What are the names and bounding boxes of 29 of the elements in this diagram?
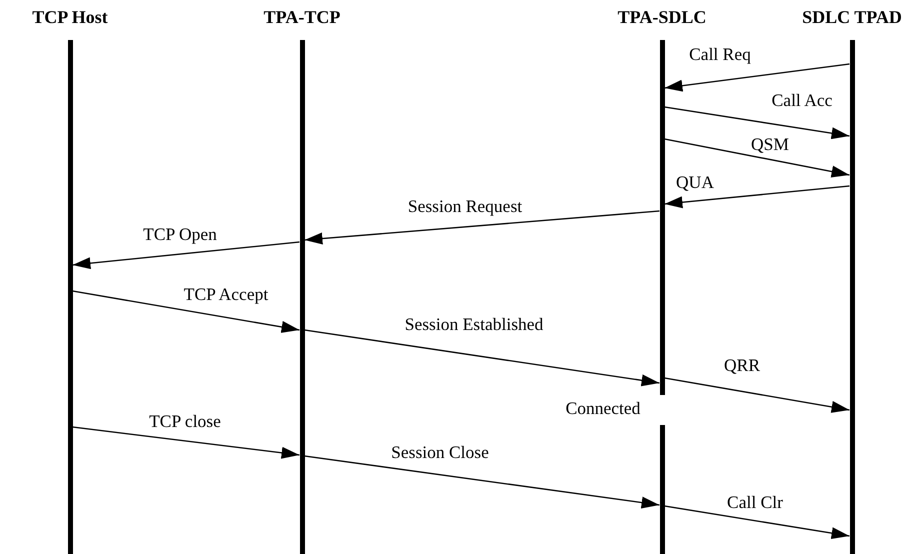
message-arrow (72, 241, 300, 270)
message-label: QUA (676, 172, 714, 192)
message-label: Call Clr (727, 492, 783, 512)
message-arrow (304, 329, 660, 386)
lifeline-header: TPA-SDLC (616, 6, 708, 28)
message-label: QSM (751, 134, 789, 154)
message-label: Session Request (408, 196, 522, 216)
lifeline-header: TPA-TCP (262, 6, 342, 28)
message-arrow (72, 290, 300, 333)
message-label: TCP Open (143, 224, 217, 244)
message-arrow (664, 138, 850, 178)
message-label: Call Acc (772, 90, 832, 110)
message-arrow (304, 455, 660, 508)
message-label: TCP close (149, 411, 221, 431)
message-arrow (664, 63, 850, 92)
message-label: TCP Accept (184, 284, 268, 304)
lifeline-header: SDLC TPAD (801, 6, 903, 28)
message-arrow (304, 210, 660, 245)
state-label: Connected (566, 398, 640, 418)
lifeline-header: TCP Host (31, 6, 109, 28)
message-arrow (664, 377, 850, 413)
message-arrow (664, 106, 850, 140)
message-arrow (664, 185, 850, 208)
message-label: Session Close (391, 442, 489, 462)
message-label: Session Established (404, 314, 544, 334)
message-label: QRR (724, 355, 760, 375)
message-arrow (72, 426, 300, 459)
message-arrow (664, 505, 850, 540)
message-label: Call Req (689, 44, 751, 64)
